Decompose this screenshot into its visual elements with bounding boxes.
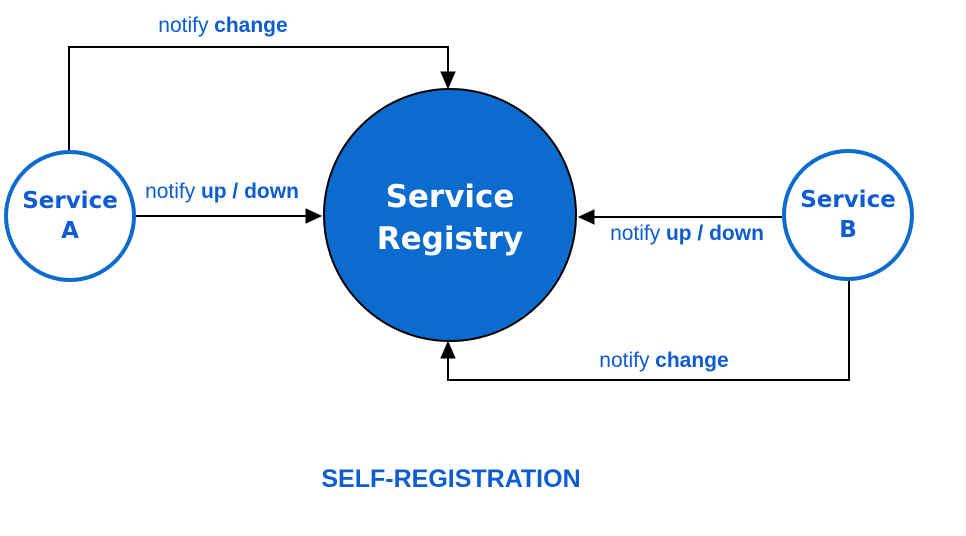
edge-b-change-label-prefix: notify	[599, 349, 650, 372]
edge-b-change-arrowhead-icon	[440, 340, 456, 359]
edge-a-updown-label-prefix: notify	[145, 180, 196, 203]
edge-b-updown-label-prefix: notify	[610, 222, 661, 245]
diagram-title: SELF-REGISTRATION	[321, 465, 581, 493]
edge-b-updown-label-bold: up / down	[665, 222, 764, 245]
edge-a-change-arrowhead-icon	[440, 71, 456, 90]
node-service-b: Service B	[782, 149, 914, 281]
edge-a-change-label-bold: change	[214, 14, 288, 37]
service-b-label-line2: B	[839, 217, 857, 243]
edge-b-change-label-bold: change	[655, 349, 729, 372]
service-b-label-line1: Service	[800, 187, 896, 213]
node-service-a: Service A	[4, 150, 136, 282]
edge-a-updown-label-bold: up / down	[200, 180, 299, 203]
service-registry-label: Service Registry	[376, 179, 524, 257]
edge-a-change-label-prefix: notify	[158, 14, 209, 37]
node-service-registry: Service Registry	[323, 88, 577, 342]
edge-b-change-line	[447, 281, 850, 381]
edge-a-updown-arrowhead-icon	[305, 208, 323, 224]
service-a-label-line1: Service	[22, 188, 118, 214]
edge-b-updown-arrowhead-icon	[577, 209, 595, 225]
service-a-label-line2: A	[61, 218, 79, 244]
edge-a-change-line	[68, 46, 449, 150]
